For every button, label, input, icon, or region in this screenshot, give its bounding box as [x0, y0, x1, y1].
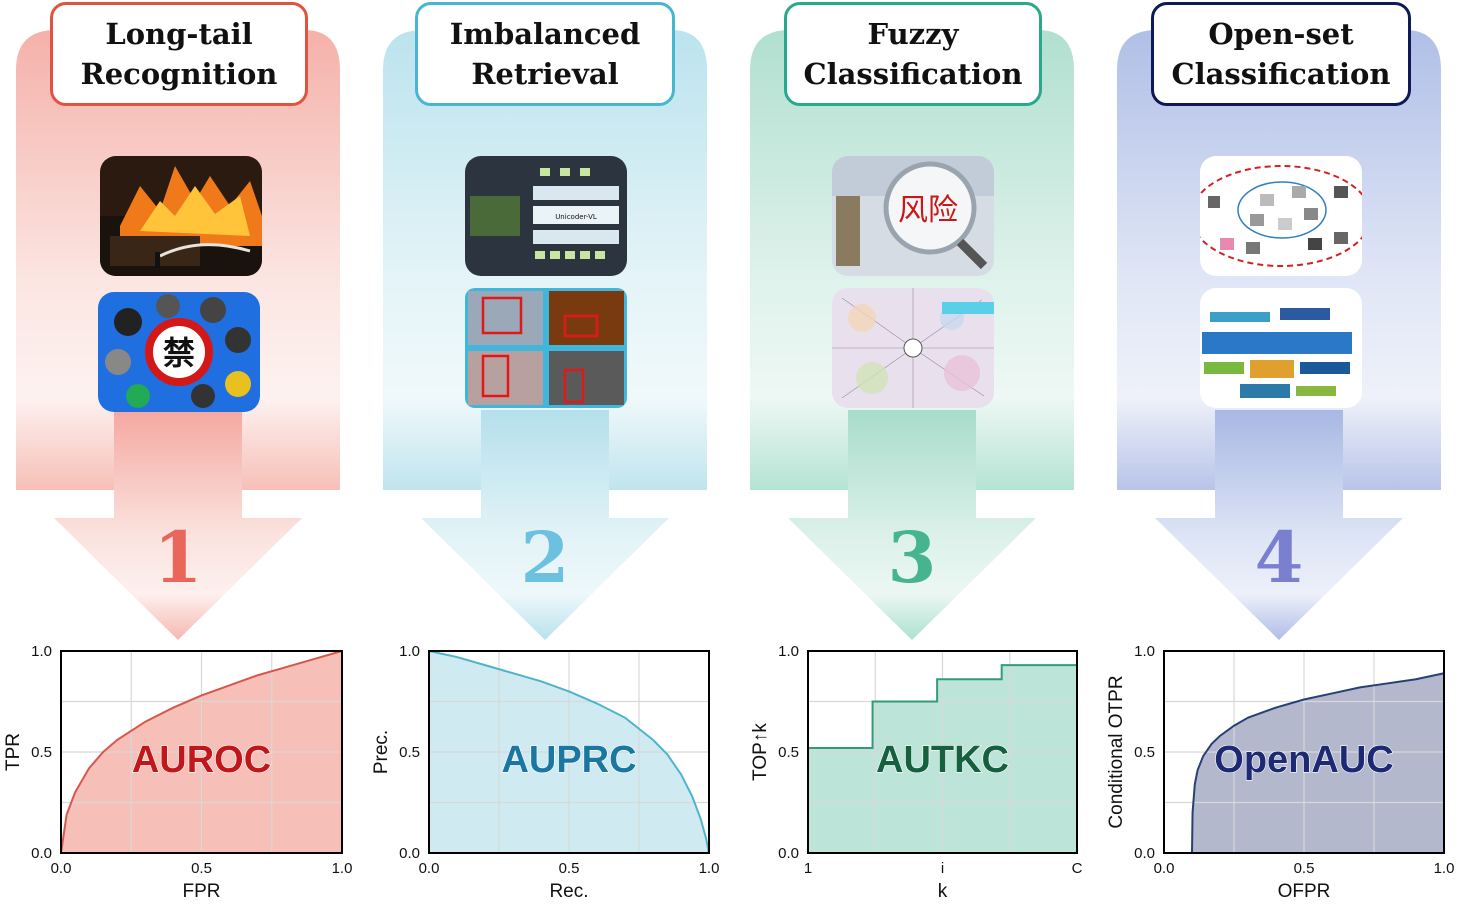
- y-tick-label: 1.0: [31, 643, 52, 660]
- metric-label: AUPRC: [501, 739, 636, 781]
- title-box: Imbalanced Retrieval: [415, 2, 675, 106]
- title-box: Fuzzy Classification: [784, 2, 1042, 106]
- x-tick-label: 0.0: [1154, 860, 1175, 877]
- unicoder-label: Unicoder-VL: [555, 213, 597, 221]
- panel-open-set-classification: Open-set Classification 4: [1111, 0, 1451, 906]
- y-tick-label: 1.0: [1134, 643, 1155, 660]
- y-tick-label: 0.0: [31, 845, 52, 862]
- x-tick-label: 0.0: [419, 860, 440, 877]
- y-axis-label: Conditional OTPR: [1106, 675, 1127, 828]
- series-line: [60, 650, 343, 854]
- y-axis-label: TOP↑k: [750, 723, 771, 781]
- y-tick-label: 1.0: [399, 643, 420, 660]
- x-axis-label: OFPR: [1278, 881, 1331, 902]
- x-tick-label: 1.0: [699, 860, 720, 877]
- y-tick-label: 0.0: [399, 845, 420, 862]
- architecture-diagram-image: Unicoder-VL: [465, 156, 627, 276]
- series-line: [428, 650, 710, 854]
- title-line-2: Retrieval: [471, 57, 619, 91]
- title-line-1: Open-set: [1208, 17, 1354, 51]
- metric-label: OpenAUC: [1214, 739, 1393, 781]
- series-line: [1191, 672, 1445, 854]
- x-axis-label: k: [938, 881, 948, 902]
- title-line-1: Fuzzy: [867, 17, 959, 51]
- cluster-diagram-image: [1200, 156, 1362, 276]
- step-number: 3: [887, 516, 937, 599]
- x-axis-label: Rec.: [549, 881, 588, 902]
- prohibited-content-image: 禁: [98, 292, 260, 412]
- panel-imbalanced-retrieval: Imbalanced Retrieval Unicoder-VL: [377, 0, 717, 906]
- word-cloud-image: [1200, 288, 1362, 408]
- panel-long-tail: Long-tail Recognition 禁 1: [10, 0, 350, 906]
- title-box: Long-tail Recognition: [50, 2, 308, 106]
- risk-text: 风险: [898, 193, 958, 228]
- step-number: 4: [1254, 516, 1304, 599]
- x-tick-label: i: [941, 860, 944, 877]
- y-axis-label: Prec.: [371, 730, 392, 774]
- y-tick-label: 1.0: [778, 643, 799, 660]
- x-tick-label: 0.0: [51, 860, 72, 877]
- title-line-2: Classification: [803, 57, 1023, 91]
- title-line-1: Imbalanced: [449, 17, 641, 51]
- metric-label: AUTKC: [876, 739, 1009, 781]
- series-line: [808, 664, 1077, 749]
- title-box: Open-set Classification: [1151, 2, 1411, 106]
- title-line-1: Long-tail: [105, 17, 253, 51]
- y-tick-label: 0.5: [31, 744, 52, 761]
- area-fill: [1192, 673, 1444, 853]
- detection-grid-image: [465, 288, 627, 408]
- x-tick-label: 1: [804, 860, 812, 877]
- title-line-2: Classification: [1171, 57, 1391, 91]
- y-tick-label: 0.0: [778, 845, 799, 862]
- x-tick-label: 0.5: [191, 860, 212, 877]
- plot-frame: [428, 650, 710, 854]
- y-tick-label: 0.0: [1134, 845, 1155, 862]
- step-number: 1: [153, 516, 203, 599]
- plot-frame: [1163, 650, 1445, 854]
- x-tick-label: C: [1072, 860, 1083, 877]
- title-line-2: Recognition: [80, 57, 278, 91]
- y-axis-label: TPR: [3, 733, 24, 771]
- plot-frame: [807, 650, 1078, 854]
- step-number: 2: [520, 516, 570, 599]
- knowledge-graph-image: [832, 288, 994, 408]
- x-tick-label: 0.5: [559, 860, 580, 877]
- panel-fuzzy-classification: Fuzzy Classification 风险: [744, 0, 1084, 906]
- metric-label: AUROC: [132, 739, 271, 781]
- x-axis-label: FPR: [183, 881, 221, 902]
- y-tick-label: 0.5: [1134, 744, 1155, 761]
- y-tick-label: 0.5: [778, 744, 799, 761]
- autkc-chart: 1 i C 0.0 0.5 1.0 k TOP↑k AUTKC: [750, 643, 1083, 902]
- fire-scene-image: [100, 156, 262, 276]
- y-tick-label: 0.5: [399, 744, 420, 761]
- risk-magnifier-image: 风险: [832, 156, 994, 276]
- plot-frame: [60, 650, 343, 854]
- prohibited-sign-text: 禁: [163, 334, 195, 372]
- x-tick-label: 0.5: [1294, 860, 1315, 877]
- x-tick-label: 1.0: [332, 860, 353, 877]
- x-tick-label: 1.0: [1434, 860, 1455, 877]
